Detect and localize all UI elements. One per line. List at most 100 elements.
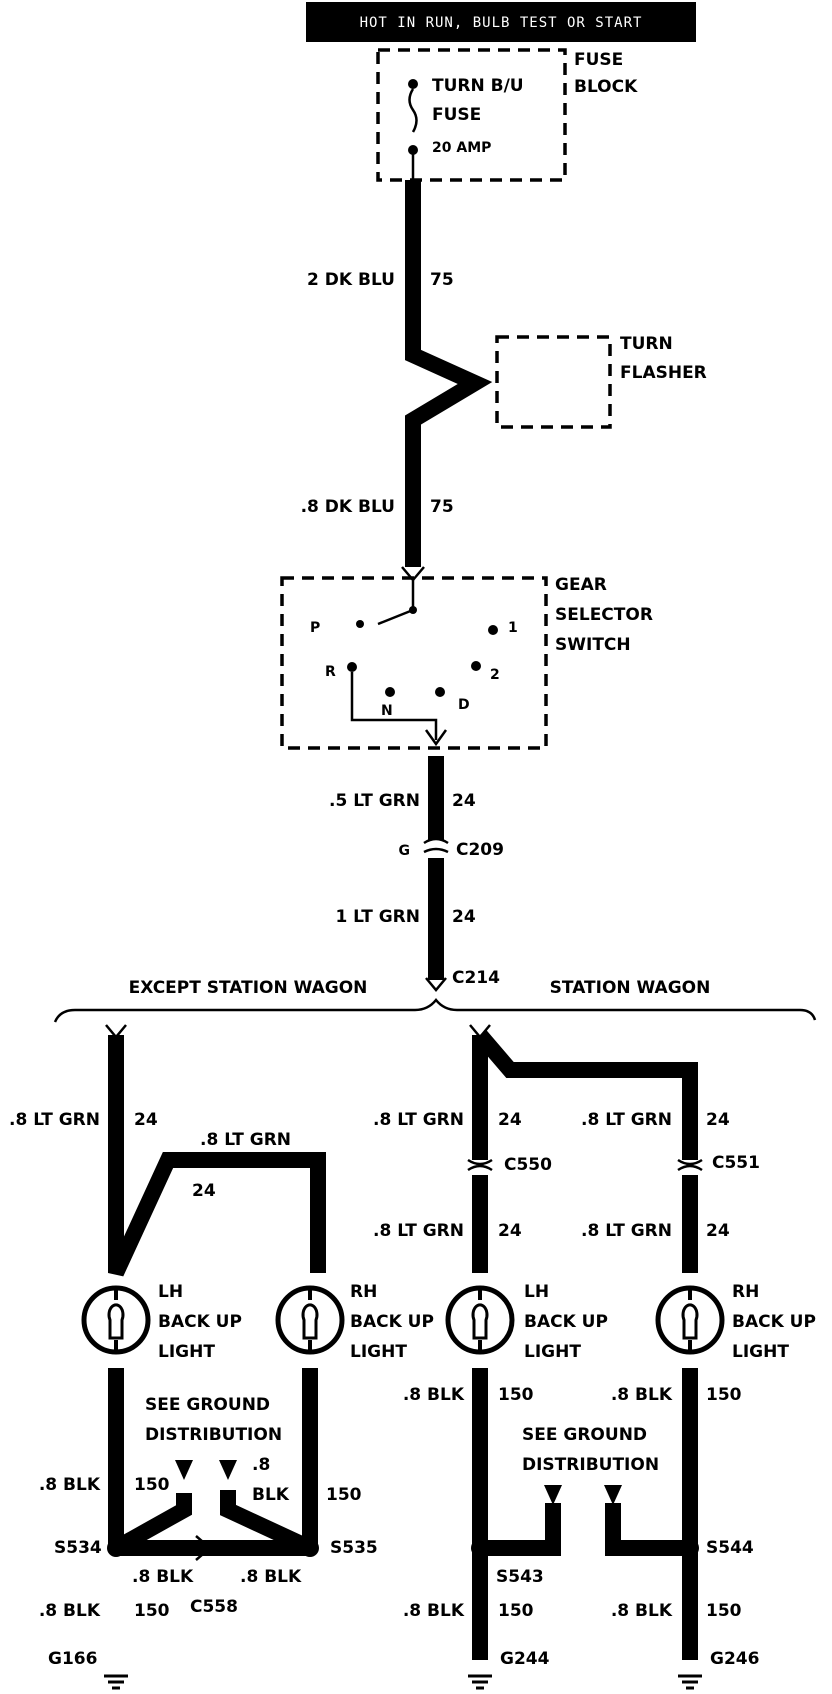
sw-w4-circuit: 24: [706, 1221, 730, 1241]
g1-circuit: 150: [134, 1475, 170, 1495]
wire-3-label: .5 LT GRN: [329, 791, 420, 811]
sw-w1-label: .8 LT GRN: [373, 1110, 464, 1130]
turn-flasher-box: [495, 335, 612, 429]
rh1-label-3: LIGHT: [350, 1342, 407, 1362]
gear-pos-p: P: [310, 620, 320, 636]
c550-connector: [467, 1158, 493, 1172]
rh2-label-3: LIGHT: [732, 1342, 789, 1362]
sw-w3-circuit: 24: [498, 1221, 522, 1241]
s535-splice: [301, 1539, 319, 1557]
g8-label: .8 BLK: [403, 1601, 465, 1621]
ground-arrow-1: [175, 1460, 193, 1480]
g1-label: .8 BLK: [39, 1475, 101, 1495]
ls-wire-2-circuit: 24: [192, 1181, 216, 1201]
ls-wire: [108, 1035, 326, 1277]
fuse-block-title-2: BLOCK: [574, 77, 638, 97]
c550-label: C550: [504, 1155, 552, 1175]
ground-note-right-2: DISTRIBUTION: [522, 1455, 659, 1475]
fuse-terminal-top: [408, 79, 418, 89]
rh1-label-2: BACK UP: [350, 1312, 434, 1332]
wire-3-circuit: 24: [452, 791, 476, 811]
lh-backup-light-1: [81, 1285, 151, 1355]
rh1-label-1: RH: [350, 1282, 377, 1302]
wire-4-circuit: 24: [452, 907, 476, 927]
sw-wire: [472, 1029, 698, 1160]
g244-ground-icon: [468, 1674, 492, 1690]
c558-label: C558: [190, 1597, 238, 1617]
ls-wire-1-circuit: 24: [134, 1110, 158, 1130]
gear-switch-label-1: GEAR: [555, 575, 607, 595]
rh2-label-2: BACK UP: [732, 1312, 816, 1332]
g3-label: .8 BLK: [132, 1567, 194, 1587]
rh2-label-1: RH: [732, 1282, 759, 1302]
branch-right-label: STATION WAGON: [550, 978, 711, 998]
rh-backup-light-1: [275, 1285, 345, 1355]
gear-switch-label-3: SWITCH: [555, 635, 631, 655]
ground-note-right-1: SEE GROUND: [522, 1425, 647, 1445]
branch-left-label: EXCEPT STATION WAGON: [129, 978, 368, 998]
ground-arrow-2: [219, 1460, 237, 1480]
turn-flasher-label-2: FLASHER: [620, 363, 707, 383]
turn-flasher-label-1: TURN: [620, 334, 673, 354]
sw-w2-circuit: 24: [706, 1110, 730, 1130]
gear-pos-d: D: [458, 697, 470, 713]
g246-ground-icon: [678, 1674, 702, 1690]
g2-label-2: BLK: [252, 1485, 290, 1505]
ground-arrow-4: [604, 1485, 622, 1505]
s544-label: S544: [706, 1538, 754, 1558]
lh1-label-1: LH: [158, 1282, 183, 1302]
sw-w3-label: .8 LT GRN: [373, 1221, 464, 1241]
fuse-rating: 20 AMP: [432, 140, 491, 156]
ground-note-left-1: SEE GROUND: [145, 1395, 270, 1415]
g166-ground-icon: [104, 1674, 128, 1690]
c214-connector: [425, 977, 447, 992]
g2-circuit: 150: [326, 1485, 362, 1505]
switch-blade: [377, 608, 414, 626]
g6-circuit: 150: [498, 1385, 534, 1405]
s534-splice: [107, 1539, 125, 1557]
wire-1-label: 2 DK BLU: [307, 270, 395, 290]
g166-label: G166: [48, 1649, 97, 1669]
c558-connector: [195, 1535, 212, 1561]
ground-note-left-2: DISTRIBUTION: [145, 1425, 282, 1445]
g4-label: .8 BLK: [240, 1567, 302, 1587]
branch-brace: [53, 998, 817, 1023]
header-text: HOT IN RUN, BULB TEST OR START: [360, 15, 643, 31]
s544-splice: [681, 1539, 699, 1557]
gear-pos-r: R: [325, 664, 336, 680]
fuse-element-icon: [408, 88, 418, 133]
s543-splice: [471, 1539, 489, 1557]
lh1-label-3: LIGHT: [158, 1342, 215, 1362]
gear-switch-label-2: SELECTOR: [555, 605, 653, 625]
sw-w4-label: .8 LT GRN: [581, 1221, 672, 1241]
gear-pos-2: 2: [490, 667, 500, 683]
g246-label: G246: [710, 1649, 759, 1669]
wire-1-circuit: 75: [430, 270, 454, 290]
gear-pos-1: 1: [508, 620, 518, 636]
s543-label: S543: [496, 1567, 544, 1587]
s534-label: S534: [54, 1538, 102, 1558]
ls-wire-2-label: .8 LT GRN: [200, 1130, 291, 1150]
g5-circuit: 150: [134, 1601, 170, 1621]
rh-backup-light-2: [655, 1285, 725, 1355]
c209-pin: G: [399, 843, 411, 859]
g6-label: .8 BLK: [403, 1385, 465, 1405]
header-bar: [306, 2, 696, 42]
s535-label: S535: [330, 1538, 378, 1558]
g2-label: .8: [252, 1455, 270, 1475]
fuse-block-box: [376, 48, 567, 182]
ls-wire-1-label: .8 LT GRN: [9, 1110, 100, 1130]
c209-connector: [423, 837, 449, 845]
fuse-name-2: FUSE: [432, 105, 481, 125]
c551-label: C551: [712, 1153, 760, 1173]
g9-label: .8 BLK: [611, 1601, 673, 1621]
fuse-name-1: TURN B/U: [432, 76, 524, 96]
gear-pos-n: N: [381, 703, 393, 719]
c551-connector: [677, 1158, 703, 1172]
wire-2-label: .8 DK BLU: [301, 497, 395, 517]
fuse-block-title-1: FUSE: [574, 50, 623, 70]
lh2-label-3: LIGHT: [524, 1342, 581, 1362]
sw-w2-label: .8 LT GRN: [581, 1110, 672, 1130]
c209-label: C209: [456, 840, 504, 860]
